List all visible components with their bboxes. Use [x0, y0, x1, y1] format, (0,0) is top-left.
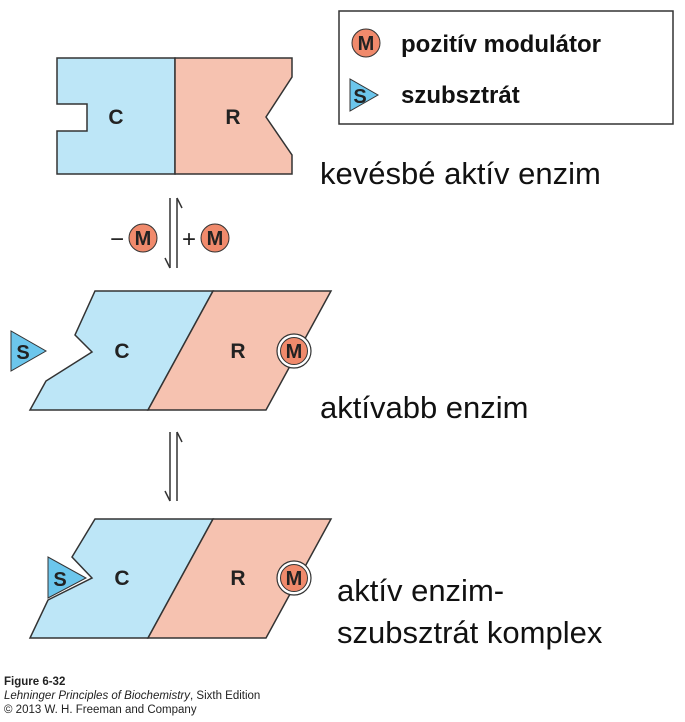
bound-modulator-3: M — [276, 560, 312, 596]
regulatory-subunit-2 — [146, 290, 333, 411]
legend-substrate-symbol: S — [353, 86, 366, 108]
equilibrium-arrow-1 — [164, 197, 183, 269]
legend-modulator-symbol: M — [358, 33, 375, 55]
add-modulator-icon: M — [200, 223, 230, 253]
remove-modulator-symbol: M — [135, 228, 152, 250]
minus-sign: − — [110, 226, 124, 253]
legend-substrate-label: szubsztrát — [401, 82, 520, 109]
free-substrate-symbol: S — [16, 342, 29, 364]
free-substrate-2: S — [10, 330, 48, 372]
legend-modulator-label: pozitív modulátor — [401, 31, 601, 58]
regulatory-subunit-1 — [174, 57, 293, 175]
bound-substrate-symbol: S — [53, 569, 66, 591]
bound-modulator-symbol: M — [286, 568, 303, 590]
subunit-label-c: C — [114, 567, 129, 590]
enzyme-state-1: C R — [56, 57, 293, 175]
subunit-label-r: R — [225, 106, 240, 129]
bound-substrate-3: S — [47, 556, 88, 599]
enzyme-state-2: C R M S — [10, 290, 333, 411]
enzyme-state-3: C R M S — [28, 518, 333, 639]
plus-sign: + — [182, 226, 196, 253]
state-3-label-line-2: szubsztrát komplex — [337, 615, 603, 650]
add-modulator-symbol: M — [207, 228, 224, 250]
book-title: Lehninger Principles of Biochemistry — [4, 690, 191, 702]
bound-modulator-symbol: M — [286, 341, 303, 363]
copyright-line: © 2013 W. H. Freeman and Company — [4, 704, 197, 716]
state-3-label-line-1: aktív enzim- — [337, 573, 504, 608]
subunit-label-r: R — [230, 340, 245, 363]
legend-box — [338, 10, 674, 125]
regulatory-subunit-3 — [146, 518, 333, 639]
bound-modulator-2: M — [276, 333, 312, 369]
legend-substrate-icon: S — [349, 78, 380, 112]
figure-number: Figure 6-32 — [4, 676, 66, 688]
remove-modulator-icon: M — [128, 223, 158, 253]
subunit-label-r: R — [230, 567, 245, 590]
subunit-label-c: C — [108, 106, 123, 129]
book-line: Lehninger Principles of Biochemistry, Si… — [4, 689, 260, 703]
equilibrium-arrow-2 — [164, 431, 183, 502]
legend-modulator-icon: M — [351, 28, 381, 58]
subunit-label-c: C — [114, 340, 129, 363]
state-2-label: aktívabb enzim — [320, 390, 529, 425]
state-1-label: kevésbé aktív enzim — [320, 156, 601, 191]
book-edition: , Sixth Edition — [190, 690, 261, 702]
figure-caption: Figure 6-32 Lehninger Principles of Bioc… — [4, 675, 260, 717]
